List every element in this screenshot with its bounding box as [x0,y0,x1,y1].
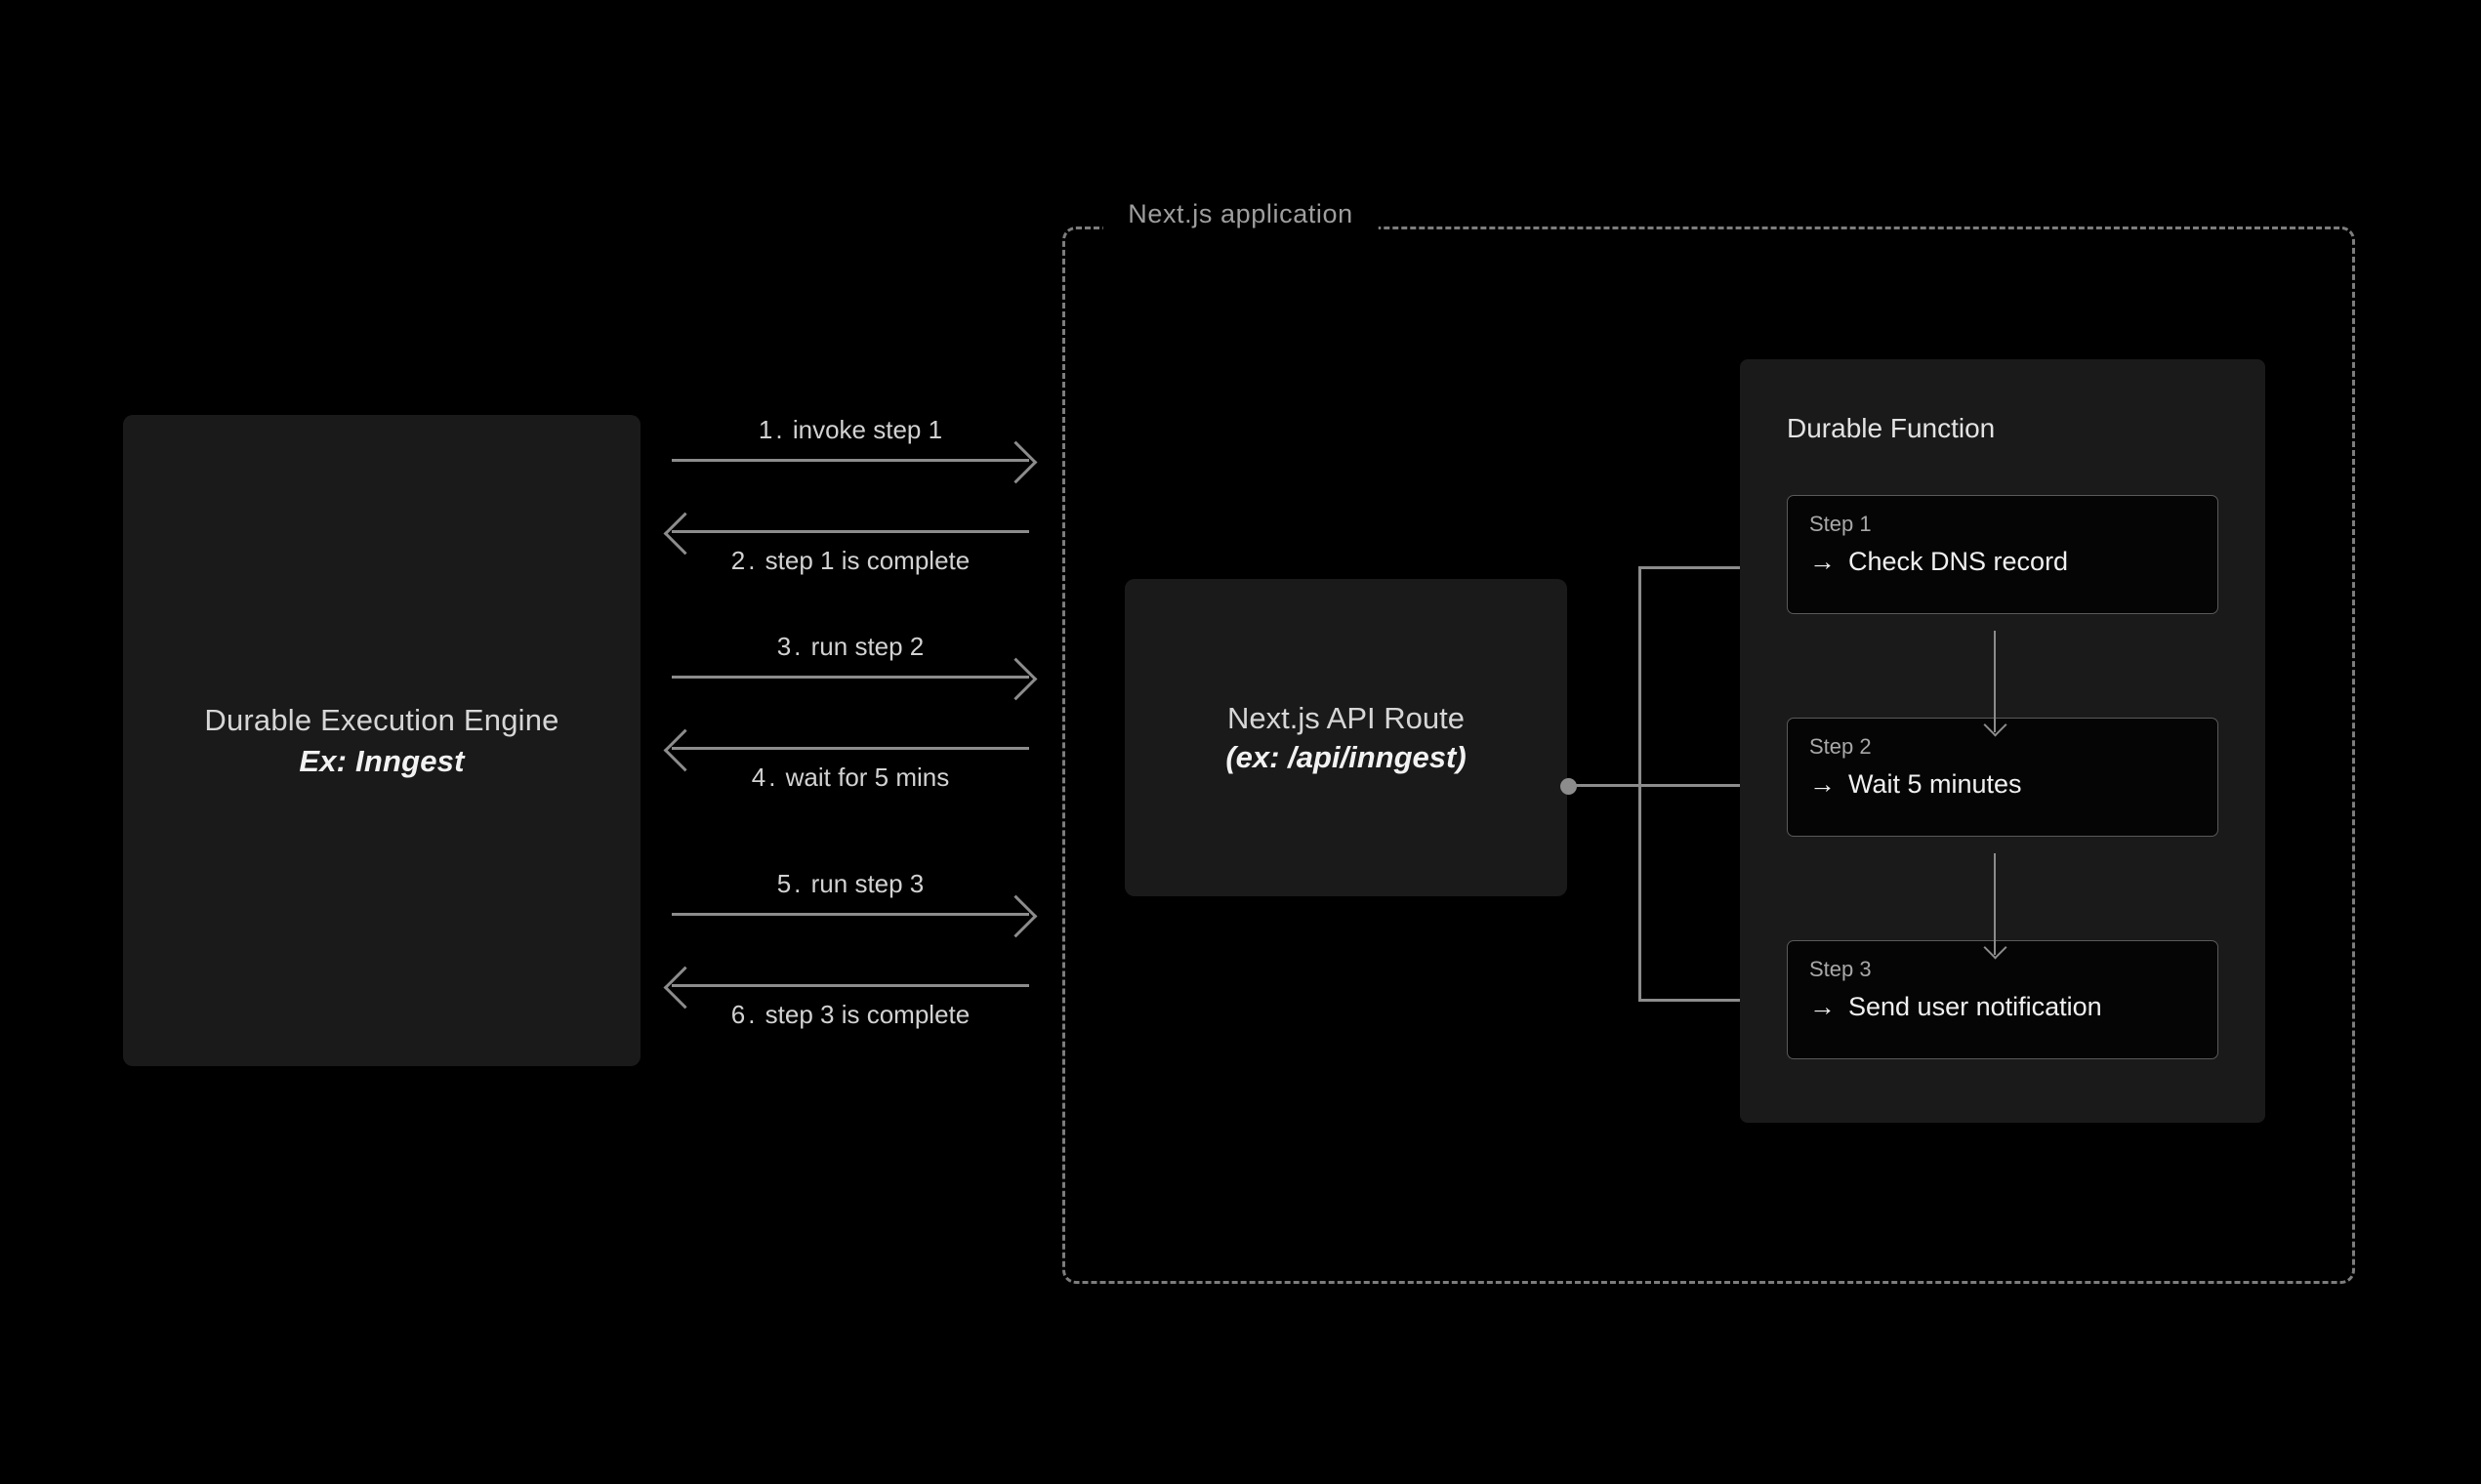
arrow-line [672,676,1029,679]
arrowhead-right-icon [994,894,1038,938]
connector-branch-step2 [1638,784,1742,787]
step-2-kicker: Step 2 [1809,734,1872,759]
message-text-6: step 3 is complete [765,1000,971,1029]
arrow-line [672,530,1029,533]
nextjs-api-route-subtitle: (ex: /api/inngest) [1225,739,1467,774]
step-arrow-icon: → [1809,547,1836,576]
arrow-line [672,747,1029,750]
step-arrow-icon: → [1809,769,1836,799]
step-3-text: → Send user notification [1809,992,2102,1022]
nextjs-application-title: Next.js application [1102,199,1379,229]
durable-function-panel: Durable Function Step 1 → Check DNS recor… [1740,359,2265,1123]
step-2-text: → Wait 5 minutes [1809,769,2022,800]
arrowhead-right-icon [994,440,1038,484]
durable-execution-engine-title: Durable Execution Engine [204,702,559,737]
connector-branch-step1 [1638,566,1742,569]
step-1-label: Check DNS record [1848,547,2069,576]
message-number-2: 2. [730,546,759,575]
nextjs-api-route-labels: Next.js API Route (ex: /api/inngest) [1125,579,1567,896]
durable-function-title: Durable Function [1787,413,1996,443]
message-text-2: step 1 is complete [765,546,971,575]
step-card-1[interactable]: Step 1 → Check DNS record [1787,495,2218,614]
message-number-1: 1. [758,415,786,444]
message-number-5: 5. [776,869,805,898]
message-number-4: 4. [751,763,779,792]
message-label-3: 3. run step 2 [672,632,1029,662]
step-arrow-icon: → [1809,992,1836,1021]
step-card-3[interactable]: Step 3 → Send user notification [1787,940,2218,1059]
message-label-4: 4. wait for 5 mins [672,763,1029,793]
nextjs-application-container [1062,227,2355,1284]
message-label-6: 6. step 3 is complete [672,1000,1029,1030]
arrow-line [672,459,1029,462]
message-label-2: 2. step 1 is complete [672,546,1029,576]
message-text-5: run step 3 [810,869,925,898]
step-1-text: → Check DNS record [1809,547,2068,577]
message-number-6: 6. [730,1000,759,1029]
step-3-label: Send user notification [1848,992,2102,1021]
message-text-1: invoke step 1 [792,415,943,444]
arrow-line [672,913,1029,916]
connector-branch-step3 [1638,999,1742,1002]
message-label-5: 5. run step 3 [672,869,1029,899]
message-number-3: 3. [776,632,805,661]
connector-trunk-lead [1572,784,1640,787]
arrowhead-right-icon [994,657,1038,701]
step-flow-arrow-2-to-3-icon [1994,853,1996,955]
step-card-2[interactable]: Step 2 → Wait 5 minutes [1787,718,2218,837]
step-1-kicker: Step 1 [1809,512,1872,536]
message-text-3: run step 2 [810,632,925,661]
step-3-kicker: Step 3 [1809,957,1872,981]
durable-execution-engine-box: Durable Execution Engine Ex: Inngest [123,415,641,1066]
step-2-label: Wait 5 minutes [1848,769,2022,799]
durable-execution-engine-labels: Durable Execution Engine Ex: Inngest [123,415,641,1066]
message-text-4: wait for 5 mins [785,763,950,792]
message-label-1: 1. invoke step 1 [672,415,1029,445]
connector-dot [1560,778,1577,795]
durable-execution-engine-subtitle: Ex: Inngest [299,743,465,778]
nextjs-api-route-title: Next.js API Route [1227,700,1465,735]
arrow-line [672,984,1029,987]
step-flow-arrow-1-to-2-icon [1994,631,1996,732]
nextjs-api-route-box: Next.js API Route (ex: /api/inngest) [1125,579,1567,896]
